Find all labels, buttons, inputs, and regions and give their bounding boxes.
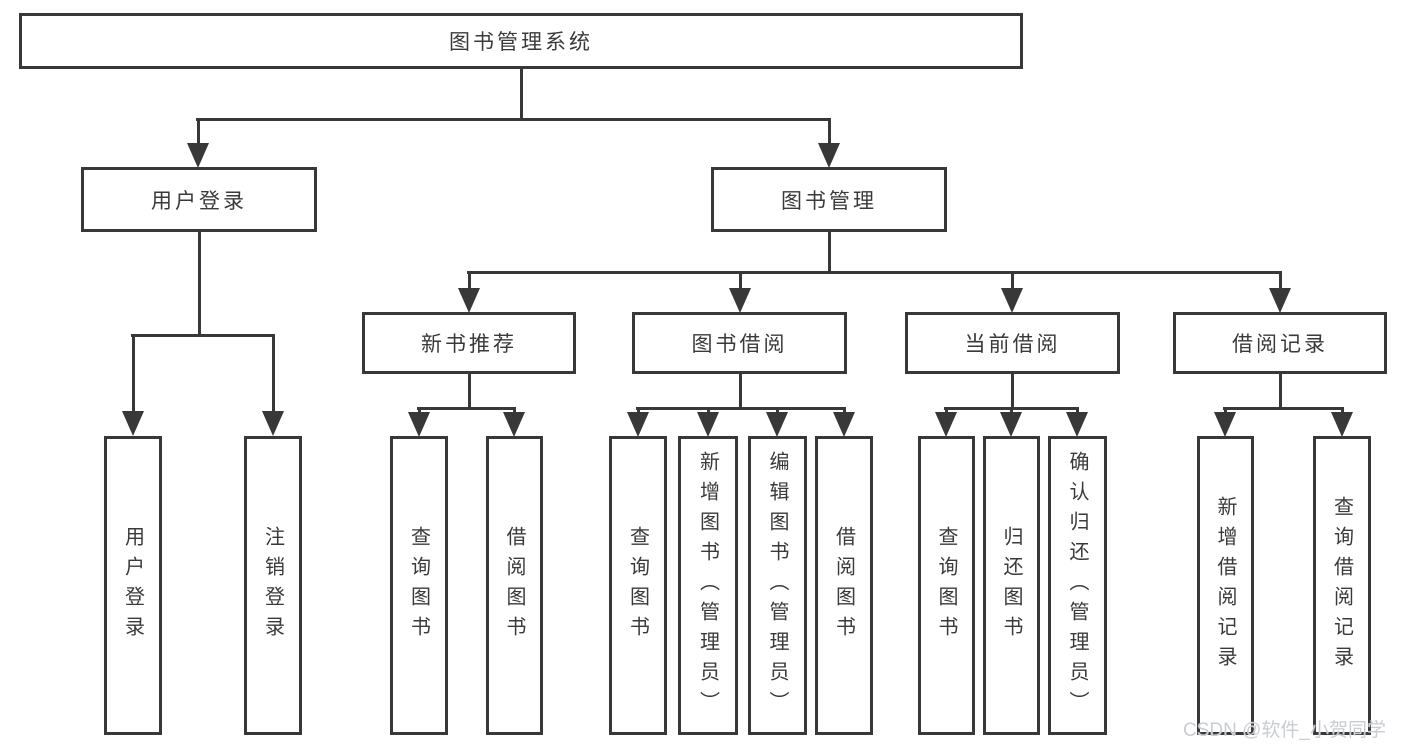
arrowhead-icon [408, 412, 430, 437]
leaf-borrow-books-1: 借阅图书 [486, 436, 543, 735]
leaf-label: 确认归还（管理员） [1066, 450, 1088, 721]
connector-line [1011, 374, 1014, 410]
connector-line [739, 274, 742, 288]
leaf-label: 用户登录 [121, 525, 144, 646]
connector-line [1223, 407, 1344, 410]
connector-line [272, 337, 275, 411]
arrowhead-icon [1000, 412, 1022, 437]
connector-line [131, 334, 275, 337]
connector-line [1076, 410, 1079, 412]
connector-line [1011, 274, 1014, 288]
node-book-management: 图书管理 [711, 167, 947, 232]
connector-line [196, 118, 831, 121]
node-label: 图书管理 [781, 189, 877, 213]
leaf-logout: 注销登录 [244, 436, 302, 735]
arrowhead-icon [1214, 412, 1236, 437]
leaf-label: 编辑图书（管理员） [766, 450, 788, 721]
leaf-edit-books-admin: 编辑图书（管理员） [748, 436, 807, 735]
leaf-label: 查询图书 [935, 525, 957, 646]
node-label: 图书管理系统 [449, 31, 593, 54]
connector-line [739, 374, 742, 410]
arrowhead-icon [627, 412, 649, 437]
node-book-borrow: 图书借阅 [632, 312, 847, 374]
connector-line [197, 121, 200, 143]
leaf-label: 借阅图书 [832, 525, 855, 646]
leaf-add-borrow-record: 新增借阅记录 [1197, 436, 1254, 735]
connector-line [1224, 410, 1227, 412]
leaf-confirm-return-admin: 确认归还（管理员） [1048, 436, 1107, 735]
node-label: 新书推荐 [421, 333, 517, 356]
node-label: 图书借阅 [691, 333, 788, 356]
connector-line [843, 410, 846, 412]
arrowhead-icon [122, 411, 144, 436]
arrowhead-icon [833, 412, 855, 437]
arrowhead-icon [503, 412, 525, 437]
leaf-label: 查询图书 [626, 525, 649, 646]
leaf-borrow-books-2: 借阅图书 [815, 436, 873, 735]
leaf-query-borrow-record: 查询借阅记录 [1313, 436, 1371, 735]
arrowhead-icon [1001, 288, 1023, 313]
arrowhead-icon [818, 143, 840, 168]
connector-line [637, 410, 640, 412]
connector-line [828, 121, 831, 143]
arrowhead-icon [1066, 412, 1088, 437]
node-new-book-recommend: 新书推荐 [362, 312, 576, 374]
arrowhead-icon [187, 143, 209, 168]
node-user-login: 用户登录 [81, 167, 317, 232]
leaf-label: 新增借阅记录 [1214, 495, 1236, 676]
connector-line [636, 407, 846, 410]
arrowhead-icon [262, 411, 284, 436]
leaf-query-books-3: 查询图书 [918, 436, 975, 735]
arrowhead-icon [1331, 412, 1353, 437]
connector-line [467, 271, 1282, 274]
arrowhead-icon [766, 412, 788, 437]
leaf-label: 查询图书 [407, 525, 430, 646]
leaf-label: 新增图书（管理员） [696, 450, 719, 721]
connector-line [1341, 410, 1344, 412]
arrowhead-icon [935, 412, 957, 437]
connector-line [417, 407, 516, 410]
connector-line [468, 374, 471, 410]
connector-line [468, 274, 471, 288]
connector-line [1279, 274, 1282, 288]
connector-line [513, 410, 516, 412]
node-label: 当前借阅 [964, 333, 1061, 356]
leaf-query-books-1: 查询图书 [390, 436, 448, 735]
leaf-user-login: 用户登录 [104, 436, 162, 735]
arrowhead-icon [1269, 288, 1291, 313]
connector-line [944, 407, 1079, 410]
node-label: 用户登录 [151, 189, 247, 213]
connector-line [776, 410, 779, 412]
leaf-add-books-admin: 新增图书（管理员） [678, 436, 738, 735]
connector-line [418, 410, 421, 412]
connector-line [198, 232, 201, 337]
watermark: CSDN @软件_小贺同学 [1183, 720, 1386, 741]
leaf-label: 注销登录 [261, 525, 284, 646]
leaf-label: 归还图书 [1000, 525, 1022, 646]
connector-line [520, 68, 523, 121]
arrowhead-icon [697, 412, 719, 437]
leaf-query-books-2: 查询图书 [609, 436, 667, 735]
node-borrow-records: 借阅记录 [1173, 312, 1387, 374]
node-root: 图书管理系统 [19, 13, 1023, 69]
connector-line [1279, 374, 1282, 410]
leaf-label: 借阅图书 [503, 525, 525, 646]
connector-line [707, 410, 710, 412]
node-current-borrow: 当前借阅 [905, 312, 1120, 374]
connector-line [1010, 410, 1013, 412]
arrowhead-icon [458, 288, 480, 313]
leaf-label: 查询借阅记录 [1330, 495, 1353, 676]
leaf-return-books: 归还图书 [983, 436, 1040, 735]
node-label: 借阅记录 [1232, 333, 1328, 356]
connector-line [945, 410, 948, 412]
arrowhead-icon [729, 288, 751, 313]
connector-line [132, 337, 135, 411]
connector-line [828, 232, 831, 274]
